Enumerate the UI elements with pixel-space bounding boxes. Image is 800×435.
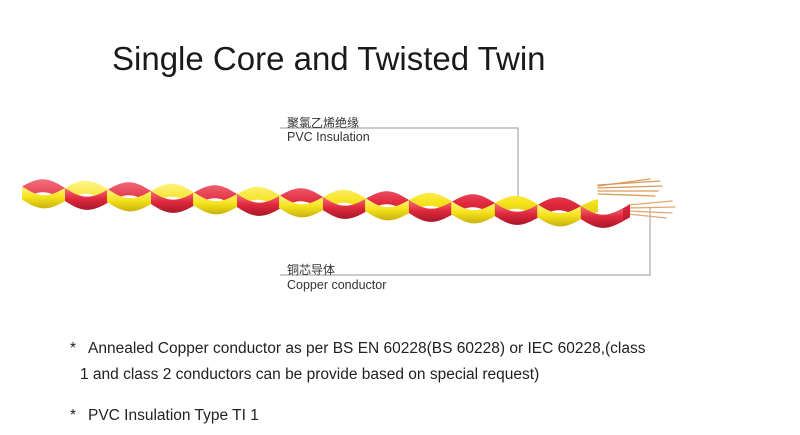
note-conductor: * Annealed Copper conductor as per BS EN … [70,336,645,388]
yellow-core-segment [452,201,494,224]
red-core-segment [151,191,193,213]
twisted-cores [22,179,630,228]
copper-strands-lower [627,200,676,219]
conductor-label-cn: 铜芯导体 [287,263,336,277]
note-bullet: * [70,407,77,424]
page-title: Single Core and Twisted Twin [112,40,546,77]
red-core-segment [237,194,279,216]
yellow-core-segment [22,186,64,209]
note-insulation-line1: PVC Insulation Type TI 1 [88,407,259,424]
yellow-core-segment [538,204,580,227]
red-core-segment [409,200,451,222]
red-core-segment [323,197,365,219]
red-core-segment [581,206,623,228]
insulation-label-cn: 聚氯乙烯绝缘 [287,116,360,130]
note-insulation: * PVC Insulation Type TI 1 [70,403,259,429]
insulation-leader-line [280,127,519,196]
note-conductor-line2: 1 and class 2 conductors can be provide … [80,366,540,383]
conductor-label-en: Copper conductor [287,278,387,292]
yellow-core-segment [280,195,322,218]
yellow-core-segment [194,192,236,215]
yellow-core-segment [108,189,150,212]
yellow-core-segment [366,198,408,221]
note-bullet: * [70,340,77,357]
conductor-leader-line [280,208,651,276]
note-conductor-line1: Annealed Copper conductor as per BS EN 6… [88,340,646,357]
red-core-segment [495,203,537,225]
red-core-segment [65,188,107,210]
insulation-label-en: PVC Insulation [287,130,370,144]
copper-strands-upper [597,178,663,197]
